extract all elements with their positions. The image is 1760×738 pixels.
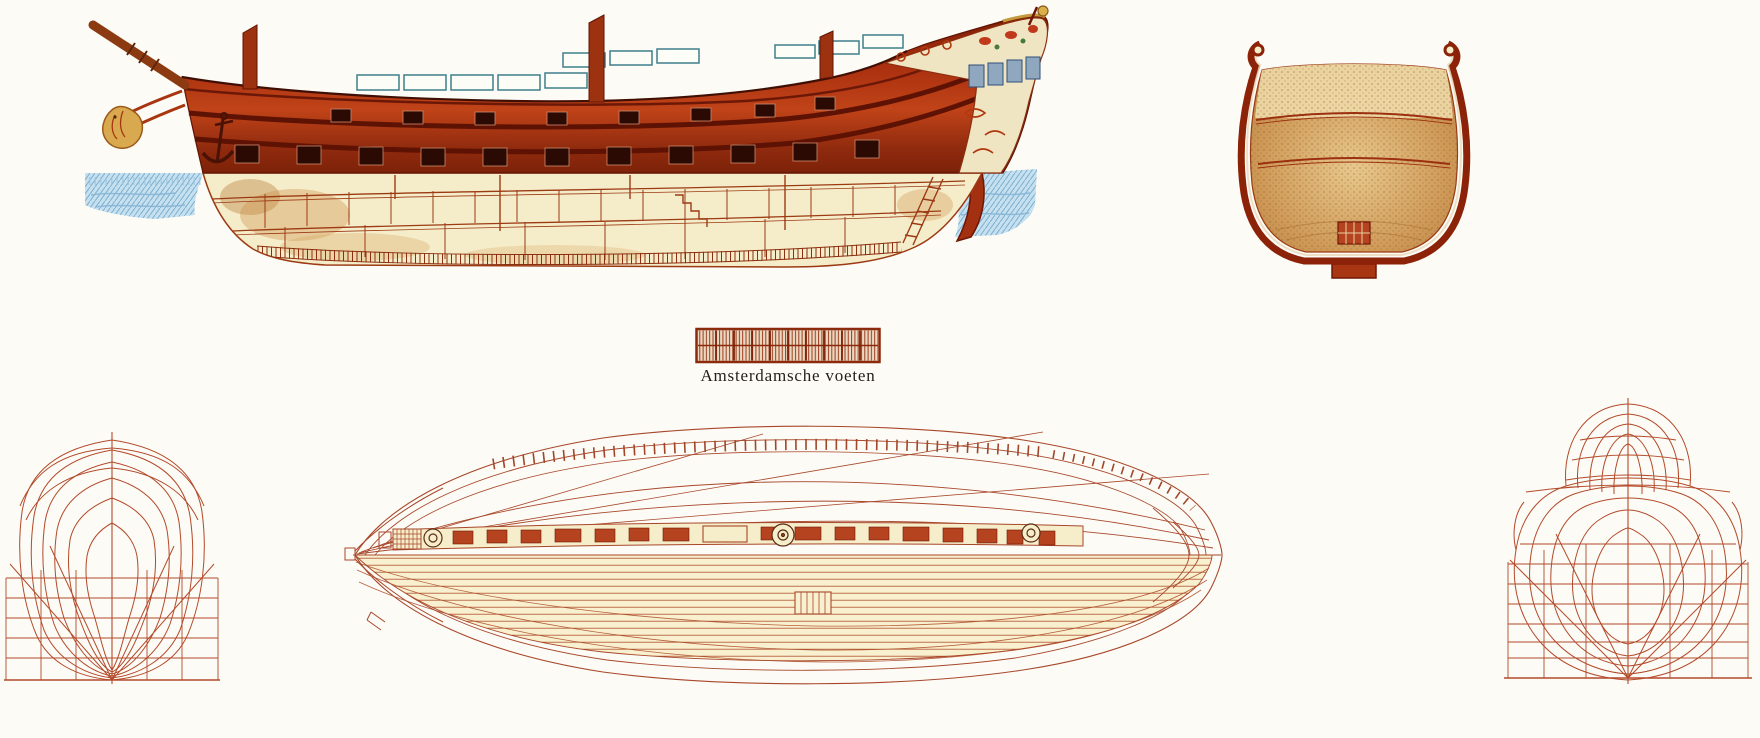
body-plan-fore-view: [0, 428, 238, 688]
section-interior: [1249, 63, 1459, 253]
bow-structures: [88, 20, 235, 164]
bowsprit: [88, 20, 190, 90]
midship-cross-section-view: [1226, 40, 1482, 282]
longitudinal-section-view: [85, 5, 1060, 303]
grating: [392, 528, 422, 550]
stern-ornament: [882, 5, 1049, 174]
deck-plan-view: [343, 412, 1223, 687]
section-curves-right: [1627, 403, 1747, 681]
body-plan-aft-view: [1496, 394, 1760, 687]
stern-lantern: [1037, 5, 1049, 17]
mast-stubs: [242, 14, 834, 103]
stern-arcs: [1152, 507, 1200, 603]
section-curves-left: [1509, 403, 1629, 681]
rail-ticks: [492, 438, 1044, 470]
section-hull-wall: [1237, 40, 1471, 265]
keelson-box: [1337, 221, 1371, 245]
scale-caption: Amsterdamsche voeten: [700, 366, 876, 385]
capstan-circles: [423, 523, 1041, 548]
body-plan-fore-svg: [4, 432, 220, 684]
anchor: [201, 112, 235, 164]
longitudinal-section-svg: [85, 5, 1049, 268]
hull-cutaway-interior: [202, 172, 984, 268]
hull-topside: [181, 14, 1049, 174]
scale-bar: [695, 327, 881, 365]
cross-section-svg: [1237, 40, 1471, 279]
ladder-hatch: [794, 591, 832, 615]
scale-bar-svg: [695, 327, 881, 364]
bow-fittings: [344, 531, 392, 631]
plank-sweep-lines: [355, 561, 1210, 663]
main-hatch: [702, 525, 748, 543]
lion-figurehead: [101, 105, 144, 149]
body-plan-aft-svg: [1504, 398, 1752, 684]
gun-ports: [234, 96, 880, 167]
stern-tower-lines: [1525, 435, 1731, 493]
rail-curl-right: [1443, 43, 1457, 57]
section-curves-right: [111, 439, 215, 681]
deck-fittings-strip: [392, 522, 1084, 551]
gunport-lids-row: [452, 526, 1056, 546]
hull-outline-outer: [354, 425, 1223, 685]
keel: [1331, 263, 1377, 279]
deck-plan-svg: [344, 425, 1223, 685]
section-curves-left: [9, 439, 113, 681]
rail-curl-left: [1251, 43, 1265, 57]
